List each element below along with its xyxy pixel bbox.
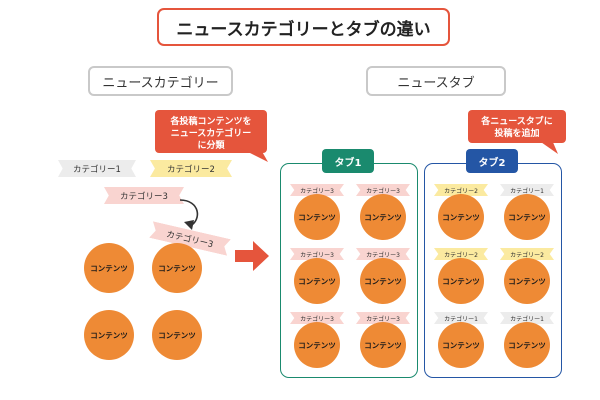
tab1-item-category: カテゴリー3 [290,184,344,196]
content-circle: コンテンツ [294,258,340,304]
callout-add-to-tab: 各ニュースタブに 投稿を追加 [468,110,566,143]
category-ribbon-1: カテゴリー1 [58,160,136,177]
content-circle: コンテンツ [504,322,550,368]
content-circle: コンテンツ [152,243,202,293]
category-ribbon-2: カテゴリー2 [150,160,232,177]
tab-1[interactable]: タブ1 [322,149,374,173]
content-circle: コンテンツ [152,310,202,360]
tab2-item-category: カテゴリー2 [500,248,554,260]
category-ribbon-3: カテゴリー3 [104,187,184,204]
section-header-tabs: ニュースタブ [366,66,506,96]
tab1-item-category: カテゴリー3 [356,184,410,196]
content-circle: コンテンツ [438,322,484,368]
tab-2[interactable]: タブ2 [466,149,518,173]
tab2-item-category: カテゴリー2 [434,248,488,260]
tab2-item-category: カテゴリー1 [434,312,488,324]
callout-categorize: 各投稿コンテンツを ニュースカテゴリー に分類 [155,110,267,153]
callout-line: に分類 [197,141,225,151]
tab2-item-category: カテゴリー2 [434,184,488,196]
right-arrow-icon [235,241,269,271]
tab2-item-category: カテゴリー1 [500,184,554,196]
content-circle: コンテンツ [294,322,340,368]
content-circle: コンテンツ [504,258,550,304]
tab2-item-category: カテゴリー1 [500,312,554,324]
callout-line: 各ニュースタブに [481,117,553,127]
tab1-item-category: カテゴリー3 [290,312,344,324]
callout-tail [538,140,558,154]
tab1-item-category: カテゴリー3 [356,248,410,260]
section-header-categories: ニュースカテゴリー [88,66,233,96]
callout-tail [240,148,268,162]
callout-line: 各投稿コンテンツを [170,117,252,127]
content-circle: コンテンツ [360,258,406,304]
callout-line: ニュースカテゴリー [170,129,252,139]
page-title: ニュースカテゴリーとタブの違い [157,8,450,46]
tab1-item-category: カテゴリー3 [290,248,344,260]
content-circle: コンテンツ [504,194,550,240]
tab1-item-category: カテゴリー3 [356,312,410,324]
content-circle: コンテンツ [84,310,134,360]
curved-arrow-icon [179,199,199,230]
content-circle: コンテンツ [294,194,340,240]
content-circle: コンテンツ [360,194,406,240]
content-circle: コンテンツ [438,194,484,240]
callout-line: 投稿を追加 [494,129,540,139]
content-circle: コンテンツ [438,258,484,304]
content-circle: コンテンツ [84,243,134,293]
content-circle: コンテンツ [360,322,406,368]
